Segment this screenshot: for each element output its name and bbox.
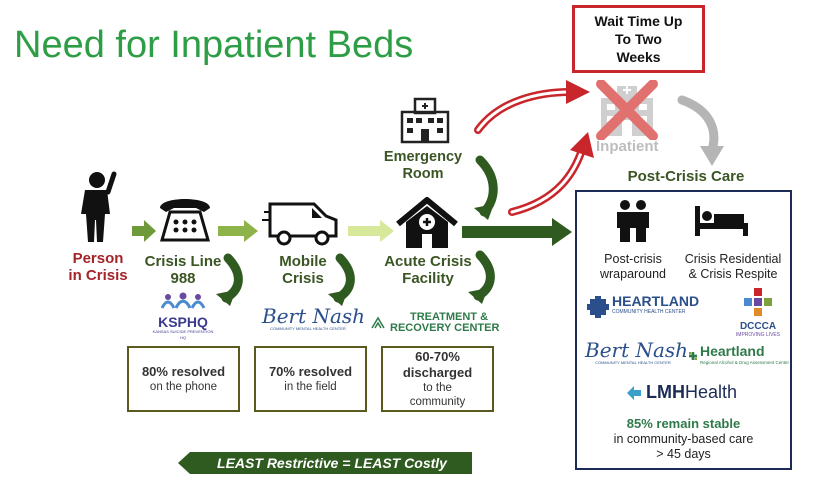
telephone-icon <box>160 199 210 242</box>
step-acute-line-2: Facility <box>402 270 454 287</box>
step-person-line-1: Person <box>72 250 124 267</box>
emergency-room-label: Emergency Room <box>378 149 468 183</box>
stat-acute-sub-2: community <box>409 396 466 408</box>
dccca-logo-sub: IMPROVING LIVES <box>735 332 781 338</box>
bed-icon <box>695 206 748 236</box>
dccca-logo: DCCCA IMPROVING LIVES <box>733 288 783 338</box>
emergency-room-line-2: Room <box>402 166 444 182</box>
bertnash-logo-main: Bert Nash <box>262 304 366 328</box>
heartland-chc-logo: HEARTLAND COMMUNITY HEALTH CENTER <box>587 293 707 318</box>
ksphq-logo-sub: KANSAS SUICIDE PREVENTION HQ <box>152 329 214 340</box>
post-crisis-item-1: Post-crisis wraparound <box>587 252 679 282</box>
step-mobile-line-2: Crisis <box>282 270 324 287</box>
post-crisis-panel: Post-crisis wraparound Crisis Residentia… <box>575 190 792 470</box>
hospital-icon <box>400 97 450 144</box>
step-label-acute: Acute Crisis Facility <box>378 253 478 287</box>
bertnash-logo-2: Bert Nash COMMUNITY MENTAL HEALTH CENTER <box>585 338 689 366</box>
lmh-arrow-icon <box>627 385 641 400</box>
heartland-radac-logo-main: Heartland <box>699 343 765 359</box>
van-icon <box>262 202 338 246</box>
treatment-logo-line-1: TREATMENT & <box>410 311 489 323</box>
heartland-chc-mark-icon <box>587 296 609 318</box>
post-crisis-item-2: Crisis Residential & Crisis Respite <box>673 252 793 282</box>
arrow-mobile-to-acute <box>348 220 394 242</box>
heartland-radac-logo: Heartland Regional Alcohol & Drug Assess… <box>689 344 789 368</box>
step-label-crisis-line: Crisis Line 988 <box>140 253 226 287</box>
bertnash-logo-2-sub: COMMUNITY MENTAL HEALTH CENTER <box>595 360 671 365</box>
stat-acute-sub: to the <box>423 382 452 394</box>
treatment-recovery-logo: TREATMENT & RECOVERY CENTER <box>370 312 546 334</box>
ksphq-people-icon <box>160 292 206 309</box>
bertnash-logo-2-main: Bert Nash <box>585 338 689 362</box>
arrow-acute-to-inpatient <box>508 146 586 216</box>
emergency-room-line-1: Emergency <box>383 149 463 165</box>
arrow-inpatient-to-post-crisis <box>677 95 719 155</box>
stat-acute-main: 60-70% <box>415 349 460 364</box>
post-crisis-item-1-line-1: Post-crisis <box>604 252 662 266</box>
bertnash-logo: Bert Nash COMMUNITY MENTAL HEALTH CENTER <box>262 304 366 332</box>
step-acute-line-1: Acute Crisis <box>384 253 472 270</box>
page-title: Need for Inpatient Beds <box>14 24 414 66</box>
ksphq-logo: KSPHQ KANSAS SUICIDE PREVENTION HQ <box>150 292 216 341</box>
stable-text: 85% remain stable in community-based car… <box>577 416 790 462</box>
arrow-crisis-line-to-mobile <box>218 220 258 242</box>
stat-box-crisis-line: 80% resolved on the phone <box>127 346 240 412</box>
wait-time-line-1: Wait Time Up <box>594 13 683 29</box>
stat-mobile-sub: in the field <box>284 381 337 393</box>
inpatient-label: Inpatient <box>596 138 659 155</box>
treatment-logo-line-2: RECOVERY CENTER <box>390 322 500 334</box>
stat-acute-main-2: discharged <box>402 365 473 380</box>
step-person-line-2: in Crisis <box>68 267 128 284</box>
ksphq-logo-main: KSPHQ <box>158 314 208 330</box>
step-label-mobile: Mobile Crisis <box>268 253 338 287</box>
stat-box-mobile: 70% resolved in the field <box>254 346 367 412</box>
wait-time-line-3: Weeks <box>616 49 661 65</box>
least-restrictive-arrow-shape <box>178 452 472 474</box>
stat-mobile-main: 70% resolved <box>268 364 353 379</box>
wait-time-line-2: To Two <box>615 31 662 47</box>
arrow-person-to-crisis-line <box>132 220 156 242</box>
wait-time-box: Wait Time Up To Two Weeks <box>572 5 705 73</box>
stat-box-acute: 60-70% discharged to the community <box>381 346 494 412</box>
stat-crisis-line-sub: on the phone <box>149 381 218 393</box>
heartland-chc-logo-main: HEARTLAND <box>612 293 700 309</box>
lmh-logo-main: LMH <box>646 382 685 402</box>
lmh-health-logo: LMH Health <box>625 382 755 403</box>
post-crisis-item-2-line-2: & Crisis Respite <box>688 267 778 281</box>
post-crisis-title: Post-Crisis Care <box>627 168 745 185</box>
leaf-icon <box>371 316 385 329</box>
stable-main: 85% remain stable <box>626 416 741 431</box>
bertnash-logo-sub: COMMUNITY MENTAL HEALTH CENTER <box>270 326 346 331</box>
person-icon <box>81 171 117 242</box>
arrow-to-post-crisis <box>462 218 572 246</box>
dccca-squares-icon <box>744 288 772 316</box>
dccca-logo-main: DCCCA <box>739 321 777 332</box>
heartland-radac-logo-sub: Regional Alcohol & Drug Assessment Cente… <box>699 360 789 365</box>
step-crisis-line-line-2: 988 <box>170 270 196 287</box>
post-crisis-item-1-line-2: wraparound <box>599 267 666 281</box>
step-label-person: Person in Crisis <box>60 250 136 284</box>
hospital-crossed-icon <box>596 80 658 140</box>
step-crisis-line-line-1: Crisis Line <box>144 253 222 270</box>
post-crisis-item-2-line-1: Crisis Residential <box>684 252 782 266</box>
family-icon <box>617 200 649 242</box>
stat-crisis-line-main: 80% resolved <box>141 364 226 379</box>
lmh-logo-sub: Health <box>685 382 738 402</box>
house-icon <box>396 197 458 248</box>
step-mobile-line-1: Mobile <box>279 253 327 270</box>
curve-arrow-er <box>475 155 498 217</box>
stable-sub-2: > 45 days <box>656 447 711 461</box>
heartland-chc-logo-sub: COMMUNITY HEALTH CENTER <box>612 309 686 315</box>
least-restrictive-label: LEAST Restrictive = LEAST Costly <box>217 455 447 471</box>
stable-sub-1: in community-based care <box>613 432 754 446</box>
heartland-radac-mark-icon <box>689 352 697 360</box>
